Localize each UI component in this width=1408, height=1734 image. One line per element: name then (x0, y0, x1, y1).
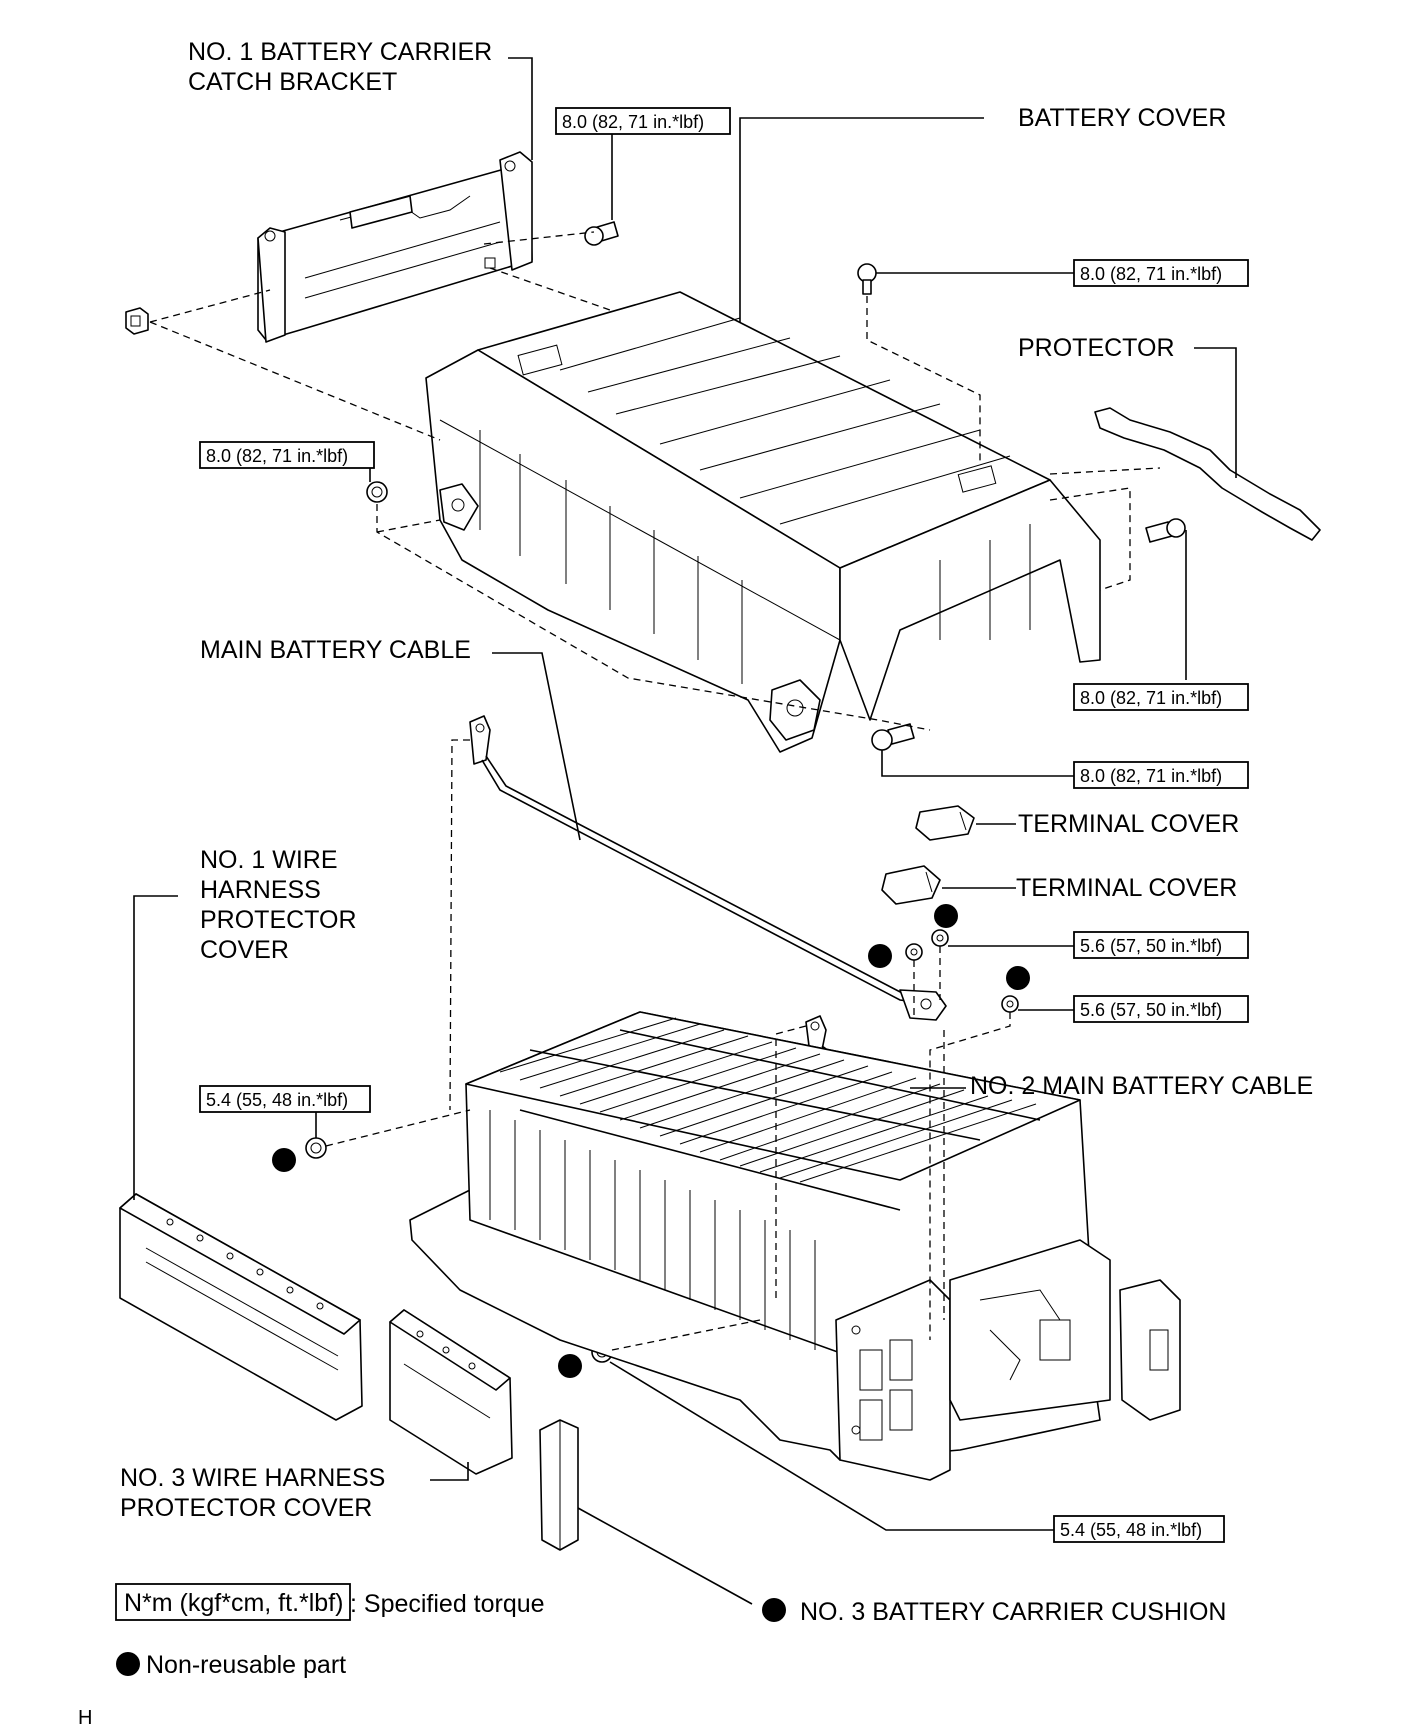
svg-text:5.6 (57, 50 in.*lbf): 5.6 (57, 50 in.*lbf) (1080, 936, 1222, 956)
label-catch-bracket-2: CATCH BRACKET (188, 68, 397, 96)
label-battery-cover: BATTERY COVER (1018, 104, 1226, 132)
label-no2-main-battery-cable: NO. 2 MAIN BATTERY CABLE (970, 1072, 1313, 1100)
protector-part (1094, 407, 1321, 541)
cell-front (489, 1110, 816, 1350)
label-terminal-cover-2: TERMINAL COVER (1016, 874, 1237, 902)
corner-mark: H (78, 1707, 92, 1729)
label-wire-harness-1-d: COVER (200, 936, 289, 964)
label-main-battery-cable: MAIN BATTERY CABLE (200, 636, 471, 664)
label-wire-harness-1-a: NO. 1 WIRE (200, 846, 338, 874)
label-catch-bracket-1: NO. 1 BATTERY CARRIER (188, 38, 492, 66)
label-wire-harness-3-b: PROTECTOR COVER (120, 1494, 372, 1522)
legend: N*m (kgf*cm, ft.*lbf) : Specified torque… (115, 1583, 545, 1679)
legend-torque: N*m (kgf*cm, ft.*lbf) : Specified torque (115, 1583, 545, 1621)
torque-box-front: 8.0 (82, 71 in.*lbf) (1073, 761, 1249, 789)
svg-text:8.0 (82, 71 in.*lbf): 8.0 (82, 71 in.*lbf) (206, 446, 348, 466)
cover-left-nut (366, 481, 388, 503)
cover-top-bolt (857, 263, 877, 295)
nonreusable-dot-5 (558, 1354, 582, 1378)
wire-harness-1-part (119, 1193, 363, 1421)
svg-text:8.0 (82, 71 in.*lbf): 8.0 (82, 71 in.*lbf) (562, 112, 704, 132)
cell-rows (499, 1017, 1037, 1183)
torque-box-right: 8.0 (82, 71 in.*lbf) (1073, 683, 1249, 711)
legend-nonreusable-text: Non-reusable part (146, 1651, 346, 1679)
torque-box-nut2: 5.6 (57, 50 in.*lbf) (1073, 995, 1249, 1023)
nut-left (305, 1137, 327, 1159)
nonreusable-dot-3 (1006, 966, 1030, 990)
svg-text:5.6 (57, 50 in.*lbf): 5.6 (57, 50 in.*lbf) (1080, 1000, 1222, 1020)
terminal-cover-1-part (915, 805, 975, 841)
label-wire-harness-1-c: PROTECTOR (200, 906, 357, 934)
cover-front-bolt (871, 723, 915, 751)
leader-lines (133, 57, 1237, 1605)
assembly-lines (149, 231, 1161, 1351)
svg-text:5.4 (55, 48 in.*lbf): 5.4 (55, 48 in.*lbf) (206, 1090, 348, 1110)
nut-c (1001, 995, 1019, 1013)
carrier-cushion-part (539, 1419, 579, 1551)
wire-harness-3-part (389, 1309, 513, 1475)
torque-box-bottom: 5.4 (55, 48 in.*lbf) (1053, 1515, 1225, 1543)
legend-torque-box-text: N*m (kgf*cm, ft.*lbf) (124, 1589, 343, 1617)
legend-nonreusable-dot (116, 1652, 140, 1676)
nonreusable-dot-6 (762, 1598, 786, 1622)
nut-b (931, 929, 949, 947)
torque-box-nut1: 5.6 (57, 50 in.*lbf) (1073, 931, 1249, 959)
main-battery-cable-part (469, 715, 947, 1021)
clip-part (125, 307, 149, 335)
cover-right-bolt (1145, 518, 1186, 543)
svg-text:5.4 (55, 48 in.*lbf): 5.4 (55, 48 in.*lbf) (1060, 1520, 1202, 1540)
torque-box-left: 8.0 (82, 71 in.*lbf) (199, 441, 375, 469)
battery-cover-part (425, 291, 1101, 753)
torque-box-bracket: 8.0 (82, 71 in.*lbf) (555, 107, 731, 135)
nonreusable-dot-1 (934, 904, 958, 928)
torque-box-cover-top: 8.0 (82, 71 in.*lbf) (1073, 259, 1249, 287)
catch-bracket-part (257, 151, 533, 343)
terminal-cover-2-part (881, 865, 941, 905)
label-terminal-cover-1: TERMINAL COVER (1018, 810, 1239, 838)
label-wire-harness-3-a: NO. 3 WIRE HARNESS (120, 1464, 385, 1492)
nut-a (905, 943, 923, 961)
svg-text:8.0 (82, 71 in.*lbf): 8.0 (82, 71 in.*lbf) (1080, 766, 1222, 786)
legend-torque-text: : Specified torque (350, 1590, 545, 1618)
battery-module-part (409, 1011, 1181, 1481)
torque-box-left-nut: 5.4 (55, 48 in.*lbf) (199, 1085, 371, 1113)
svg-text:8.0 (82, 71 in.*lbf): 8.0 (82, 71 in.*lbf) (1080, 688, 1222, 708)
legend-nonreusable: Non-reusable part (116, 1651, 346, 1679)
label-wire-harness-1-b: HARNESS (200, 876, 321, 904)
nonreusable-markers (272, 904, 1030, 1622)
nonreusable-dot-4 (272, 1148, 296, 1172)
bracket-bolt (584, 221, 619, 246)
label-carrier-cushion: NO. 3 BATTERY CARRIER CUSHION (800, 1598, 1226, 1626)
nonreusable-dot-2 (868, 944, 892, 968)
label-protector: PROTECTOR (1018, 334, 1175, 362)
svg-text:8.0 (82, 71 in.*lbf): 8.0 (82, 71 in.*lbf) (1080, 264, 1222, 284)
